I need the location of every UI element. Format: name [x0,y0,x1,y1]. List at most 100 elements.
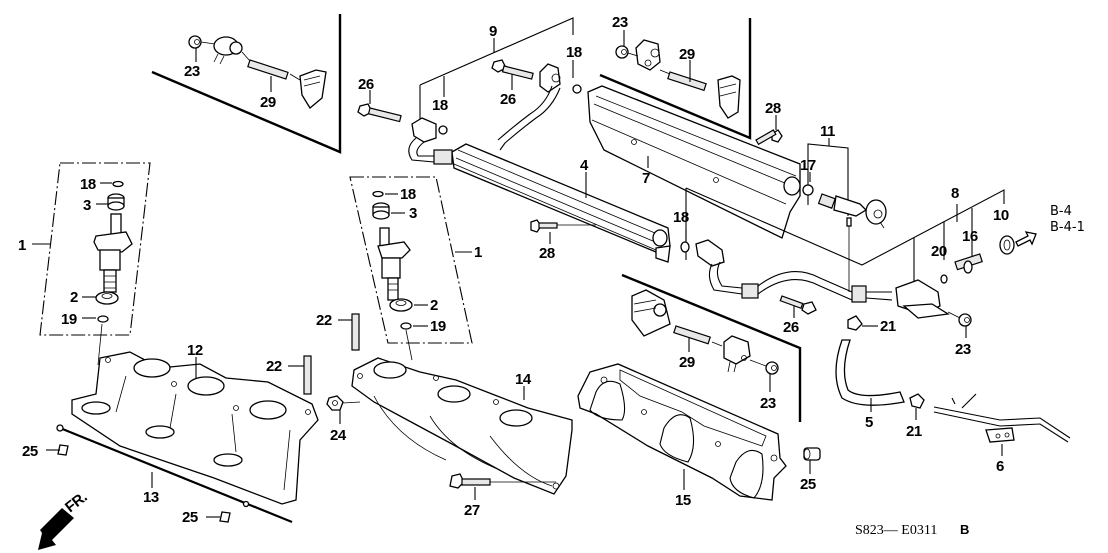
part-28-bolt-b[interactable] [755,129,783,146]
part-3-cushion-ring[interactable] [107,193,125,211]
callout-6: 6 [996,458,1004,475]
callout-26: 26 [783,319,799,336]
part-6-fuel-pipe[interactable] [933,393,1071,443]
part-25-dowel-c[interactable] [803,447,821,461]
callout-1: 1 [474,244,482,261]
inset-lower-center: 29 23 [621,273,802,422]
part-11-regulator[interactable] [817,193,887,229]
part-10-washer[interactable] [999,235,1015,255]
callout-17: 17 [800,157,816,174]
callout-22: 22 [316,312,332,329]
inset-top-left: 23 29 [151,14,342,154]
callout-25: 25 [182,509,198,526]
callout-24: 24 [330,427,347,444]
part-19-o-ring-b[interactable] [400,322,412,330]
callout-23: 23 [760,395,776,412]
callout-7: 7 [642,170,650,187]
callout-25: 25 [22,443,38,460]
part-21-clamp-b[interactable] [909,393,925,409]
part-2-seal-ring-b[interactable] [389,298,413,312]
part-29-stud-c[interactable] [673,325,711,345]
diagram-code: S823— E0311 B [855,522,970,538]
part-4-fuel-rail[interactable]: 4 [451,143,671,263]
part-22-stud-b[interactable] [351,313,360,351]
callout-29: 29 [679,46,695,63]
part-26-bolt-b[interactable] [491,59,534,80]
diagram-code-text: S823— E0311 [855,523,937,538]
part-18-o-ring-e[interactable] [372,190,384,198]
part-18-o-ring-c[interactable] [680,241,690,253]
callout-18: 18 [80,176,96,193]
inset-top-right: 23 29 [599,14,752,140]
callout-8: 8 [951,185,959,202]
callout-2: 2 [430,297,438,314]
part-28-bolt-a[interactable] [530,219,596,233]
part-12-intake-manifold[interactable] [71,351,319,505]
part-13-gasket-strip[interactable] [56,424,293,524]
injector-assembly-center: 1 18 3 2 19 [349,176,483,361]
callout-18: 18 [566,44,582,61]
callout-26: 26 [358,76,374,93]
part-25-dowel-a[interactable] [57,444,69,456]
callout-23: 23 [612,14,628,31]
part-26-bolt-a[interactable] [357,103,402,123]
callout-18: 18 [400,186,416,203]
callout-19: 19 [430,318,446,335]
fuel-pipe-group-9: 9 18 18 26 26 [357,17,582,165]
callout-2: 2 [70,289,78,306]
callout-22: 22 [266,358,282,375]
part-29-stud-b[interactable] [667,71,707,92]
cross-ref-b-4-1[interactable]: B-4-1 [1050,220,1085,235]
callout-14: 14 [515,371,532,388]
callout-23: 23 [955,341,971,358]
injector-assembly-left: 1 18 3 2 19 [18,162,151,366]
part-23-nut-a[interactable] [188,35,202,49]
part-29-stud-a[interactable] [247,59,289,80]
part-5-hose[interactable] [835,339,905,406]
callout-21: 21 [906,423,922,440]
part-16-banjo-bolt[interactable] [954,253,983,274]
callout-21: 21 [880,318,896,335]
callout-18: 18 [673,209,689,226]
callout-18: 18 [432,97,448,114]
callout-9: 9 [489,23,497,40]
part-26-bolt-c[interactable] [779,295,817,315]
callout-16: 16 [962,228,978,245]
part-injector-left[interactable] [93,213,133,293]
front-direction-marker: FR. [38,489,91,550]
part-23-nut-d[interactable] [765,361,779,375]
arrow-to-crossref-icon [1015,231,1037,247]
part-7-rail-cover[interactable]: 7 [587,85,801,239]
callout-29: 29 [679,354,695,371]
part-17-o-ring[interactable] [802,184,814,196]
callout-19: 19 [61,311,77,328]
part-15-gasket[interactable] [577,363,787,501]
part-14-lower-manifold[interactable] [351,357,573,495]
part-injector-center[interactable] [377,227,411,301]
part-22-stud-a[interactable] [303,355,312,395]
cross-ref-b-4[interactable]: B-4 [1050,204,1072,219]
part-24-nut[interactable] [326,395,344,411]
callout-12: 12 [187,342,203,359]
callout-20: 20 [931,243,947,260]
callout-15: 15 [675,492,691,509]
callout-28: 28 [539,245,555,262]
part-20-o-ring[interactable] [940,274,948,284]
part-27-bolt[interactable] [449,473,556,489]
callout-10: 10 [993,207,1009,224]
callout-1: 1 [18,237,26,254]
callout-26: 26 [500,91,516,108]
front-arrow-icon [38,508,74,550]
part-21-clamp-a[interactable] [847,315,863,331]
part-23-nut-c[interactable] [958,313,972,327]
part-18-o-ring-d[interactable] [112,180,124,188]
pressure-regulator-group-11: 11 17 [800,123,887,292]
part-23-nut-b[interactable] [615,45,629,59]
part-2-seal-ring[interactable] [95,291,119,305]
callout-11: 11 [820,123,835,140]
part-19-o-ring[interactable] [97,315,109,323]
part-3-cushion-ring-b[interactable] [372,202,390,220]
callout-3: 3 [83,197,91,214]
part-25-dowel-b[interactable] [219,511,231,523]
callout-4: 4 [580,157,589,174]
